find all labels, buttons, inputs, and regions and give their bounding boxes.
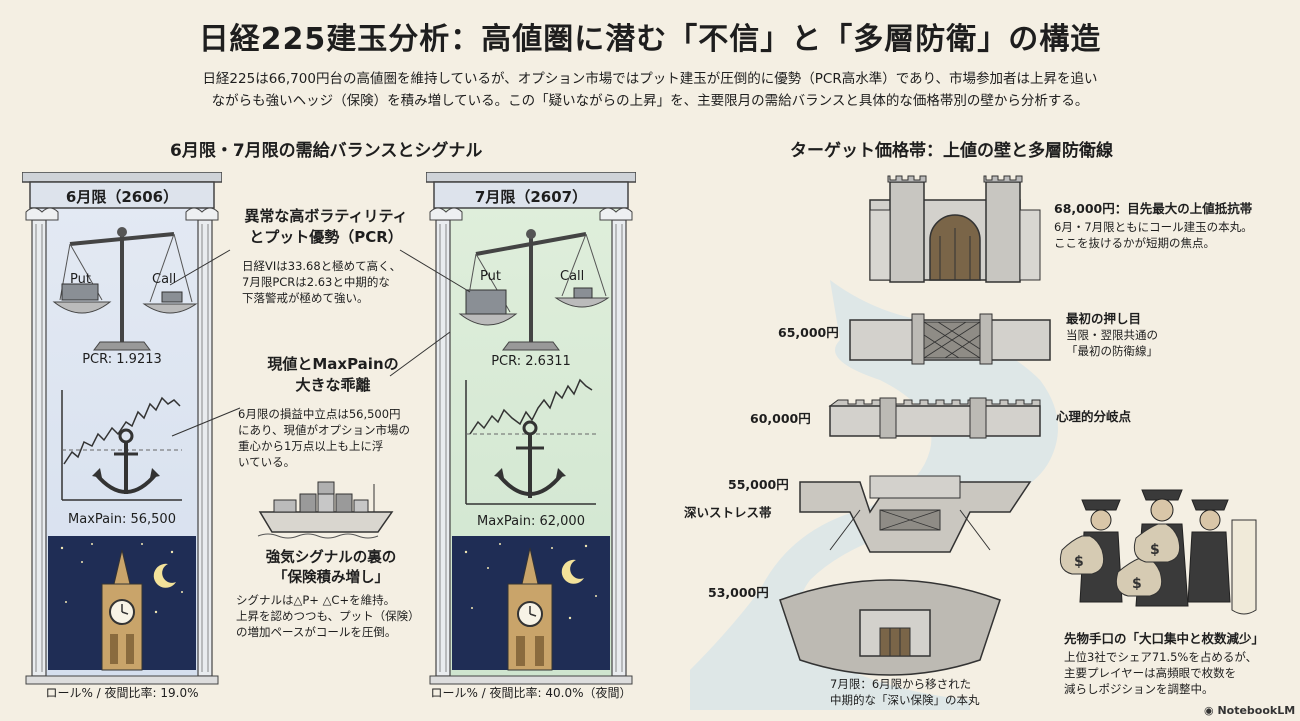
callout-volatility: 異常な高ボラティリティ とプット優勢（PCR） 日経VIは33.68と極めて高く… <box>236 206 416 306</box>
moon-icon <box>561 559 584 584</box>
scale-icon <box>52 227 198 351</box>
castle-icon <box>869 175 1041 283</box>
callout-insurance-body-1: シグナルは△P+ △C+を維持。 <box>236 593 396 607</box>
callout-volatility-body-2: 7月限PCRは2.63と中期的な <box>242 275 390 289</box>
level-68000: 68,000円：目先最大の上値抵抗帯 6月・7月限ともにコール建玉の本丸。 ここ… <box>1054 200 1274 251</box>
bunker-icon <box>779 579 1001 676</box>
players-body-2: 主要プレイヤーは高頻眼で枚数を <box>1064 666 1237 680</box>
july-header: 7月限（2607） <box>474 188 588 206</box>
anchor-icon <box>92 428 160 494</box>
players-callout: 先物手口の「大口集中と枚数減少」 上位3社でシェア71.5%を占めるが、 主要プ… <box>1064 630 1294 697</box>
anchor-icon <box>494 420 566 498</box>
money-bag-icon <box>1059 523 1181 597</box>
brand-icon: ◉ <box>1204 704 1214 717</box>
callout-maxpain-title-2: 大きな乖離 <box>295 376 371 394</box>
level-53000-body-1: 7月限：6月限から移された <box>830 677 972 691</box>
level-53000-price: 53,000円 <box>708 585 769 600</box>
july-put-label: Put <box>480 269 501 284</box>
level-65000-body-2: 「最初の防衛線」 <box>1066 344 1158 358</box>
trench-icon <box>799 475 1032 553</box>
intro-line-1: 日経225は66,700円台の高値圏を維持しているが、オプション市場ではプット建… <box>202 71 1098 87</box>
callout-volatility-title-2: とプット優勢（PCR） <box>249 228 403 246</box>
clock-tower-icon <box>101 549 143 671</box>
level-65000-title: 最初の押し目 <box>1066 311 1142 326</box>
june-maxpain: MaxPain: 56,500 <box>68 512 176 527</box>
callout-volatility-body-1: 日経VIは33.68と極めて高く、 <box>242 259 402 273</box>
level-55000-price: 55,000円 <box>728 477 789 492</box>
callout-insurance: 強気シグナルの裏の 「保険積み増し」 シグナルは△P+ △C+を維持。 上昇を認… <box>236 548 426 640</box>
callout-insurance-title-1: 強気シグナルの裏の <box>265 550 397 566</box>
svg-text:$: $ <box>1150 542 1160 558</box>
level-53000-note: 7月限：6月限から移された 中期的な「深い保険」の本丸 <box>830 676 1030 708</box>
level-60000-title: 心理的分岐点 <box>1056 409 1132 424</box>
level-68000-body-1: 6月・7月限ともにコール建玉の本丸。 <box>1054 220 1253 234</box>
scroll-icon <box>1231 519 1257 615</box>
gate-wall-icon <box>849 313 1051 365</box>
intro-text: 日経225は66,700円台の高値圏を維持しているが、オプション市場ではプット建… <box>140 68 1160 112</box>
clock-tower-icon <box>507 547 553 671</box>
players-title: 先物手口の「大口集中と枚数減少」 <box>1064 631 1265 646</box>
wall-icon <box>828 397 1041 439</box>
callout-maxpain-body-1: 6月限の損益中立点は56,500円 <box>238 407 401 421</box>
callout-maxpain-body-3: 重心から1万点以上も上に浮 <box>238 439 384 453</box>
callout-volatility-body-3: 下落警戒が極めて強い。 <box>242 291 369 305</box>
price-line-chart <box>61 390 182 501</box>
left-section-title: 6月限・7月限の需給バランスとシグナル <box>170 141 483 161</box>
july-panel: 7月限（2607） Put Call PCR: 2.6311 MaxPain: … <box>425 171 637 702</box>
moon-icon <box>153 563 176 588</box>
level-55000-title: 深いストレス帯 <box>684 505 772 520</box>
brand-text: NotebookLM <box>1217 704 1296 717</box>
june-footer: ロール% / 夜間比率: 19.0% <box>45 686 199 700</box>
july-maxpain: MaxPain: 62,000 <box>477 514 585 529</box>
june-pcr: PCR: 1.9213 <box>82 352 162 367</box>
scale-icon <box>458 229 610 351</box>
level-53000-body-2: 中期的な「深い保険」の本丸 <box>830 693 980 707</box>
june-call-label: Call <box>152 272 177 287</box>
june-header: 6月限（2606） <box>65 188 179 206</box>
callout-maxpain-body-4: いている。 <box>238 455 296 469</box>
july-pcr: PCR: 2.6311 <box>491 354 571 369</box>
level-65000-price: 65,000円 <box>778 325 839 340</box>
july-footer: ロール% / 夜間比率: 40.0%（夜間） <box>430 686 632 700</box>
level-68000-label: 68,000円：目先最大の上値抵抗帯 <box>1054 201 1253 216</box>
callout-maxpain-body-2: にあり、現値がオプション市場の <box>238 423 411 437</box>
callout-insurance-title-2: 「保険積み増し」 <box>273 570 389 586</box>
right-section-title: ターゲット価格帯：上値の壁と多層防衛線 <box>790 141 1113 161</box>
big-players-illustration: $ $ $ <box>1059 489 1257 615</box>
callout-insurance-body-2: 上昇を認めつつも、プット（保険） <box>236 609 420 623</box>
june-panel-frame <box>21 171 223 685</box>
level-68000-body-2: ここを抜けるかが短期の焦点。 <box>1054 236 1215 250</box>
players-body-1: 上位3社でシェア71.5%を占めるが、 <box>1064 650 1258 664</box>
july-call-label: Call <box>560 269 585 284</box>
callout-maxpain-gap: 現値とMaxPainの 大きな乖離 6月限の損益中立点は56,500円 にあり、… <box>238 354 428 470</box>
level-65000-body-1: 当限・翌限共通の <box>1066 328 1158 342</box>
callout-maxpain-title-1: 現値とMaxPainの <box>267 355 399 373</box>
july-panel-frame <box>425 171 637 685</box>
page-title: 日経225建玉分析：高値圏に潜む「不信」と「多層防衛」の構造 <box>198 22 1102 57</box>
june-panel: 6月限（2606） Put Call PCR: 1.9213 MaxPain: … <box>21 171 223 702</box>
defense-illustration <box>690 175 1058 710</box>
june-put-label: Put <box>70 272 91 287</box>
svg-text:$: $ <box>1074 554 1084 570</box>
level-65000: 最初の押し目 当限・翌限共通の 「最初の防衛線」 <box>1066 310 1216 359</box>
ship-icon <box>257 481 394 539</box>
brand-label: ◉ NotebookLM <box>1204 704 1295 717</box>
callout-insurance-body-3: の増加ペースがコールを圧倒。 <box>236 625 397 639</box>
level-60000-price: 60,000円 <box>750 411 811 426</box>
callout-volatility-title-1: 異常な高ボラティリティ <box>244 207 408 225</box>
intro-line-2: ながらも強いヘッジ（保険）を積み増している。この「疑いながらの上昇」を、主要限月… <box>211 93 1089 109</box>
players-body-3: 減らしポジションを調整中。 <box>1064 682 1214 696</box>
svg-text:$: $ <box>1132 576 1142 592</box>
